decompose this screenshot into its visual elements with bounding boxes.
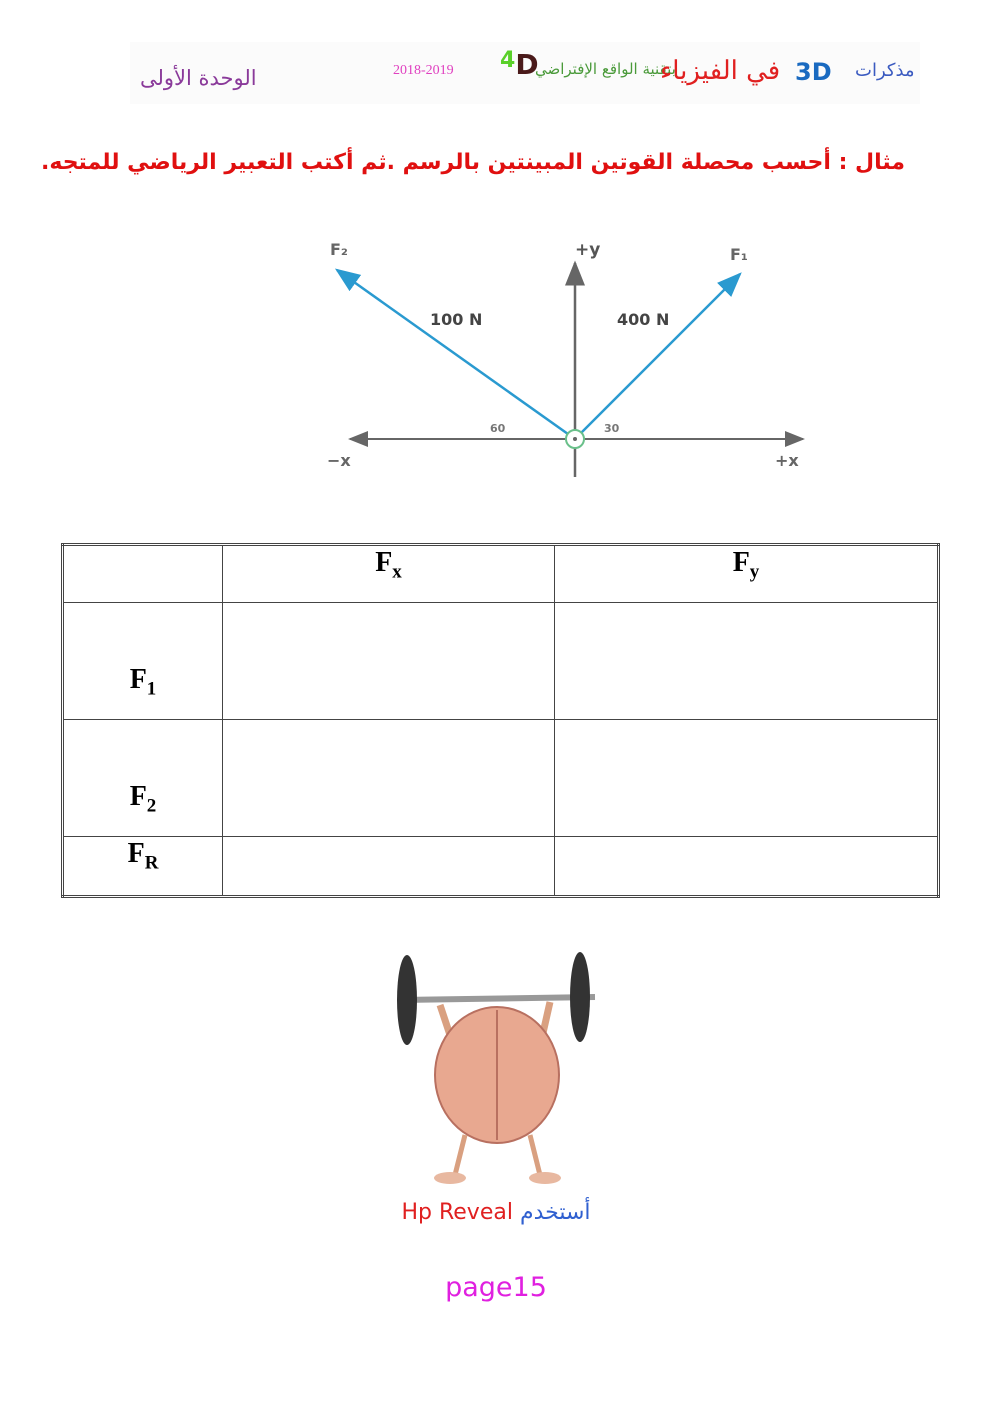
logo-3d: 3D <box>795 58 832 86</box>
header-fy: Fy <box>554 544 939 603</box>
hp-reveal-text: Hp Reveal <box>401 1200 513 1225</box>
logo-4d: 4D <box>500 48 539 81</box>
use-text: أستخدم <box>519 1200 591 1225</box>
header-banner <box>130 42 920 104</box>
header-fx: Fx <box>222 544 555 603</box>
f2-vector <box>334 268 576 441</box>
cell-fr-fx[interactable] <box>222 836 555 897</box>
row-label-f1: F1 <box>62 602 223 720</box>
header-empty <box>62 544 223 603</box>
unit-title: الوحدة الأولى <box>140 66 257 90</box>
table-header-row: Fx Fy <box>62 544 939 603</box>
hp-reveal-caption: Hp Reveal أستخدم <box>0 1200 992 1225</box>
force-diagram: F₂ F₁ +y 100 N 400 N 60 30 −x +x <box>327 240 805 477</box>
angle-f2: 60 <box>490 422 506 435</box>
page-number: page15 <box>445 1272 547 1303</box>
row-label-fr: FR <box>62 836 223 897</box>
logo-4: 4 <box>500 48 516 73</box>
cell-f1-fy[interactable] <box>554 602 939 720</box>
row-label-f2: F2 <box>62 719 223 837</box>
plus-y-label: +y <box>575 240 600 260</box>
cell-f1-fx[interactable] <box>222 602 555 720</box>
components-table: Fx Fy F1 F2 FR <box>61 543 940 898</box>
question-text: مثال : أحسب محصلة القوتين المبينتين بالر… <box>41 150 905 175</box>
table-row: F1 <box>62 602 939 720</box>
year: 2018-2019 <box>393 63 454 78</box>
f1-magnitude: 400 N <box>617 310 669 329</box>
f2-magnitude: 100 N <box>430 310 482 329</box>
f1-label: F₁ <box>730 245 748 264</box>
cell-f2-fx[interactable] <box>222 719 555 837</box>
minus-x-label: −x <box>327 451 351 470</box>
f1-vector <box>574 272 742 440</box>
table-row: FR <box>62 836 939 897</box>
physics-title: في الفيزياء <box>660 56 781 86</box>
virtual-reality-text: بتقنية الواقع الإفتراضي <box>535 60 676 78</box>
table-row: F2 <box>62 719 939 837</box>
logo-d: D <box>515 48 539 81</box>
notes-text: مذكرات <box>855 60 915 81</box>
cell-f2-fy[interactable] <box>554 719 939 837</box>
brain-weightlifter-image <box>397 952 596 1184</box>
angle-f1: 30 <box>604 422 620 435</box>
plus-x-label: +x <box>775 451 799 470</box>
f2-label: F₂ <box>330 240 348 259</box>
cell-fr-fy[interactable] <box>554 836 939 897</box>
